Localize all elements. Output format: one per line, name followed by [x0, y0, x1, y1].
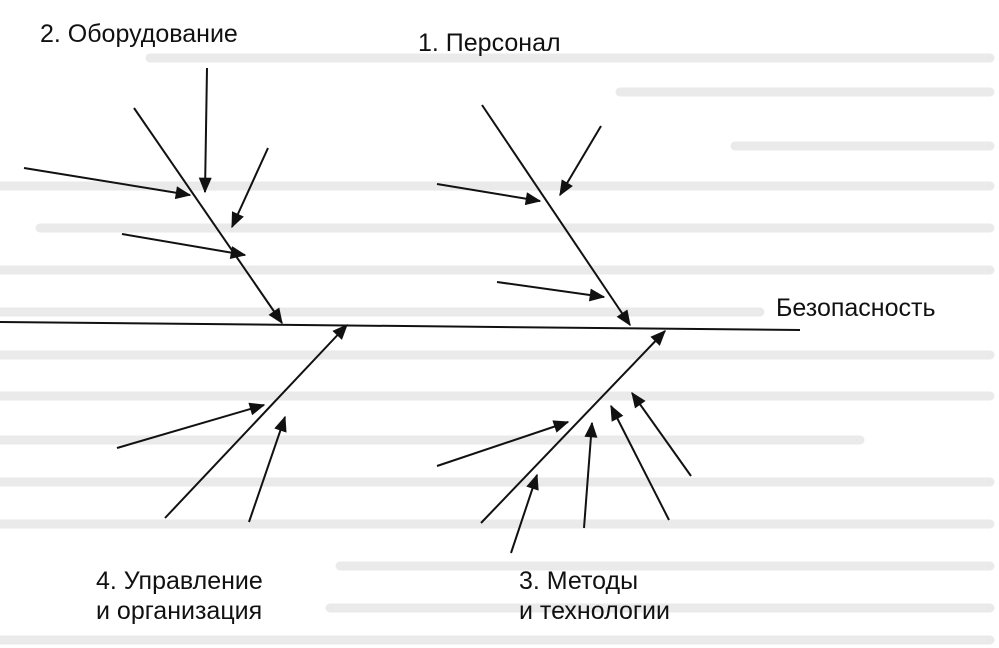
- category-label-methods: 3. Методы и технологии: [519, 566, 670, 626]
- cause-arrow: [436, 183, 542, 206]
- category-label-line: 1. Персонал: [418, 29, 561, 57]
- effect-label: Безопасность: [776, 294, 936, 322]
- bone-management-main: [164, 324, 348, 519]
- category-label-line: 2. Оборудование: [40, 20, 238, 48]
- cause-arrow: [231, 147, 269, 229]
- category-label-equipment: 2. Оборудование: [40, 19, 238, 49]
- bone-equipment: [23, 67, 283, 325]
- cause-arrow: [610, 404, 670, 521]
- category-label-line: 3. Методы: [519, 567, 639, 595]
- bone-management: [116, 324, 348, 523]
- category-label-management: 4. Управление и организация: [96, 566, 263, 626]
- bone-personnel-main: [481, 104, 631, 327]
- cause-arrow: [23, 167, 192, 200]
- cause-arrow: [631, 391, 692, 477]
- cause-arrow: [436, 420, 570, 467]
- cause-arrow: [116, 402, 266, 449]
- category-label-line: 4. Управление: [96, 567, 263, 595]
- category-label-line: и технологии: [519, 597, 670, 625]
- bone-personnel: [436, 104, 631, 327]
- cause-arrow: [559, 125, 602, 197]
- cause-arrow: [121, 233, 247, 260]
- cause-arrow: [198, 67, 212, 194]
- bone-equipment-main: [133, 107, 283, 325]
- bone-methods: [436, 330, 692, 554]
- category-label-line: и организация: [96, 597, 263, 625]
- cause-arrow: [248, 415, 287, 523]
- bone-methods-main: [480, 330, 666, 524]
- cause-arrow: [510, 473, 539, 554]
- cause-arrow: [496, 281, 606, 302]
- category-label-personnel: 1. Персонал: [418, 28, 561, 58]
- cause-arrow: [583, 421, 598, 529]
- spine-line: [0, 321, 801, 331]
